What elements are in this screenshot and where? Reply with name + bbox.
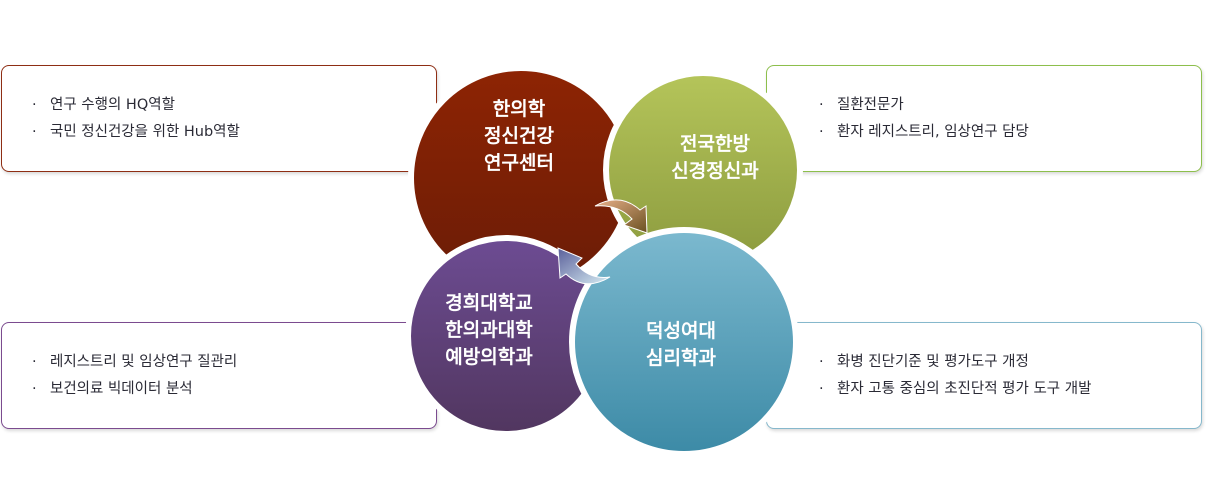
list-item: · 레지스트리 및 임상연구 질관리 — [32, 349, 237, 376]
bullet: · — [819, 381, 824, 397]
bullet: · — [819, 97, 824, 113]
label-line: 신경정신과 — [671, 160, 759, 182]
item-text: 환자 레지스트리, 임상연구 담당 — [837, 124, 1029, 140]
bullet: · — [32, 124, 37, 140]
bullet: · — [819, 354, 824, 370]
label-line: 덕성여대 — [646, 320, 716, 342]
circle-label-research-center: 한의학 정신건강 연구센터 — [484, 96, 554, 177]
list-item: · 보건의료 빅데이터 분석 — [32, 376, 237, 403]
list-item: · 국민 정신건강을 위한 Hub역할 — [32, 119, 240, 146]
list-item: · 연구 수행의 HQ역할 — [32, 92, 240, 119]
arrow-right-icon — [594, 199, 648, 234]
label-line: 정신건강 — [484, 125, 554, 147]
list-item: · 환자 레지스트리, 임상연구 담당 — [819, 119, 1029, 146]
circle-psychology — [569, 227, 799, 457]
label-line: 한의과대학 — [445, 319, 533, 341]
label-line: 전국한방 — [680, 133, 750, 155]
item-text: 보건의료 빅데이터 분석 — [50, 381, 193, 397]
bullet: · — [819, 124, 824, 140]
item-text: 레지스트리 및 임상연구 질관리 — [50, 354, 238, 370]
label-line: 예방의학과 — [445, 346, 533, 368]
item-text: 질환전문가 — [837, 97, 904, 113]
list-item: · 질환전문가 — [819, 92, 1029, 119]
list-item: · 환자 고통 중심의 초진단적 평가 도구 개발 — [819, 376, 1091, 403]
item-text: 화병 진단기준 및 평가도구 개정 — [837, 354, 1029, 370]
info-box-hq: · 연구 수행의 HQ역할 · 국민 정신건강을 위한 Hub역할 — [1, 65, 437, 172]
list-item: · 화병 진단기준 및 평가도구 개정 — [819, 349, 1091, 376]
label-line: 연구센터 — [484, 152, 554, 174]
circle-label-preventive: 경희대학교 한의과대학 예방의학과 — [445, 290, 532, 371]
bullet: · — [32, 97, 37, 113]
bullet: · — [32, 381, 37, 397]
item-text: 환자 고통 중심의 초진단적 평가 도구 개발 — [837, 381, 1092, 397]
item-text: 국민 정신건강을 위한 Hub역할 — [50, 124, 240, 140]
info-box-preventive: · 레지스트리 및 임상연구 질관리 · 보건의료 빅데이터 분석 — [1, 322, 437, 429]
item-text: 연구 수행의 HQ역할 — [50, 97, 175, 113]
label-line: 한의학 — [492, 98, 546, 120]
circle-label-psychology: 덕성여대 심리학과 — [646, 318, 716, 372]
bullet: · — [32, 354, 37, 370]
label-line: 경희대학교 — [445, 292, 533, 314]
label-line: 심리학과 — [646, 347, 716, 369]
circle-label-hospital: 전국한방 신경정신과 — [671, 131, 758, 185]
info-box-psychology: · 화병 진단기준 및 평가도구 개정 · 환자 고통 중심의 초진단적 평가 도구… — [766, 322, 1202, 429]
arrow-left-icon — [557, 247, 611, 285]
